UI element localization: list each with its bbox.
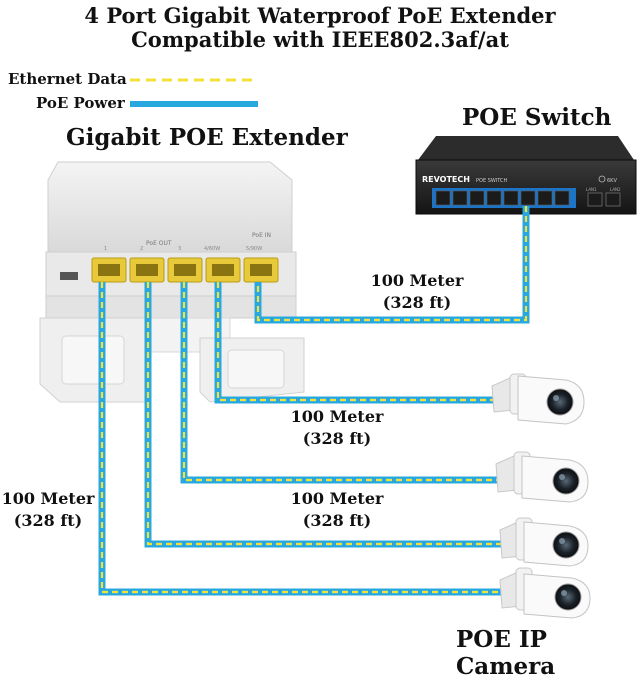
switch-ports — [435, 190, 570, 206]
poe-out-label: PoE OUT — [146, 240, 172, 247]
distance-label-camera-2: 100 Meter (328 ft) — [282, 488, 392, 532]
port-number-1: 1 — [104, 246, 107, 252]
uplink-label-1: LAN1 — [586, 187, 597, 192]
distance-label-camera-1: 100 Meter (328 ft) — [282, 406, 392, 450]
port-power-in: 5/90W — [246, 246, 262, 252]
extender-port-in — [243, 257, 279, 283]
switch-heading: POE Switch — [462, 104, 612, 131]
extender-port-4 — [205, 257, 241, 283]
distance-switch-line-1: 100 Meter — [370, 271, 464, 290]
distance-label-left: 100 Meter (328 ft) — [0, 488, 96, 532]
extender-port-3 — [167, 257, 203, 283]
ip-camera-2 — [495, 451, 589, 503]
cable-port-1-to-camera-4 — [98, 282, 504, 596]
network-diagram: PoE OUT PoE IN 1 2 3 4/60W 5/90W REVOTEC… — [39, 78, 637, 619]
switch-badge: 6KV — [607, 178, 617, 184]
extender-port-1 — [91, 257, 127, 283]
extender-port-2 — [129, 257, 165, 283]
poe-switch-device: REVOTECH POE SWITCH 6KV LAN1 LAN2 — [415, 136, 637, 215]
distance-label-switch: 100 Meter (328 ft) — [362, 270, 472, 314]
legend-power-label: PoE Power — [36, 94, 125, 112]
distance-camera-2-line-2: (328 ft) — [302, 511, 372, 530]
poe-extender-device: PoE OUT PoE IN 1 2 3 4/60W 5/90W — [39, 161, 305, 403]
extender-heading: Gigabit POE Extender — [66, 124, 348, 151]
switch-uplink-ports — [587, 192, 621, 207]
ip-camera-4 — [499, 567, 591, 619]
distance-switch-line-2: (328 ft) — [382, 293, 452, 312]
distance-left-line-1: 100 Meter — [1, 489, 95, 508]
cable-switch-to-extender — [254, 206, 530, 324]
poe-in-label: PoE IN — [252, 232, 271, 239]
page-title-line-2: Compatible with IEEE802.3af/at — [131, 27, 509, 52]
switch-brand: REVOTECH — [422, 175, 470, 184]
distance-left-line-2: (328 ft) — [13, 511, 83, 530]
cable-port-3-to-camera-2 — [180, 282, 500, 484]
port-number-2: 2 — [140, 246, 143, 252]
uplink-label-2: LAN2 — [610, 187, 621, 192]
ip-camera-3 — [499, 517, 589, 567]
port-number-3: 3 — [178, 246, 181, 252]
legend-ethernet-label: Ethernet Data — [8, 70, 127, 88]
distance-camera-1-line-1: 100 Meter — [290, 407, 384, 426]
distance-camera-1-line-2: (328 ft) — [302, 429, 372, 448]
distance-camera-2-line-1: 100 Meter — [290, 489, 384, 508]
dip-switch — [60, 272, 78, 280]
switch-model: POE SWITCH — [476, 178, 508, 184]
ip-camera-1 — [491, 373, 585, 425]
port-power-4: 4/60W — [204, 246, 220, 252]
cable-port-2-to-camera-3 — [144, 282, 504, 548]
page-title-line-1: 4 Port Gigabit Waterproof PoE Extender — [84, 3, 556, 28]
cable-port-4-to-camera-1 — [214, 282, 496, 404]
